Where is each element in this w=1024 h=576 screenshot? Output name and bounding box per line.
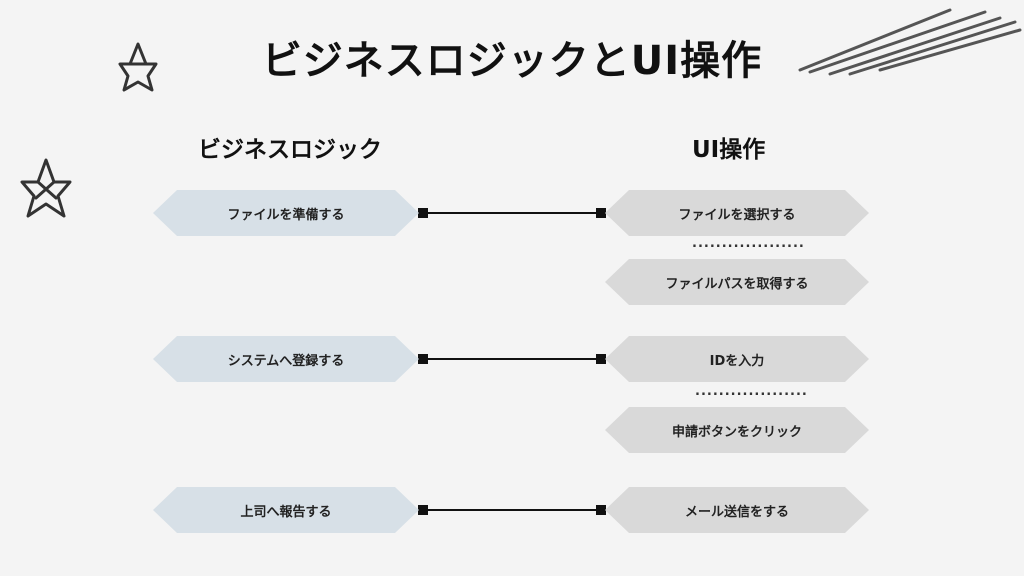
business-step-prepare-file: ファイルを準備する <box>153 190 419 236</box>
ui-step-send-email: メール送信をする <box>605 487 869 533</box>
ui-step-select-file: ファイルを選択する <box>605 190 869 236</box>
star-icon <box>118 42 158 92</box>
column-header-business-logic: ビジネスロジック <box>198 137 382 163</box>
page-title: ビジネスロジックとUI操作 <box>261 38 763 84</box>
ui-step-enter-id: IDを入力 <box>605 336 869 382</box>
business-step-report-boss: 上司へ報告する <box>153 487 419 533</box>
ui-step-get-file-path: ファイルパスを取得する <box>605 259 869 305</box>
column-header-ui-operation: UI操作 <box>692 137 766 163</box>
star-icon <box>20 158 72 218</box>
separator-dots: ................... <box>692 236 805 251</box>
separator-dots: ................... <box>695 384 808 399</box>
scribble-decoration <box>798 8 1022 76</box>
connector-line <box>418 208 606 218</box>
business-step-register-system: システムへ登録する <box>153 336 419 382</box>
connector-line <box>418 354 606 364</box>
ui-step-click-apply-button: 申請ボタンをクリック <box>605 407 869 453</box>
connector-line <box>418 505 606 515</box>
